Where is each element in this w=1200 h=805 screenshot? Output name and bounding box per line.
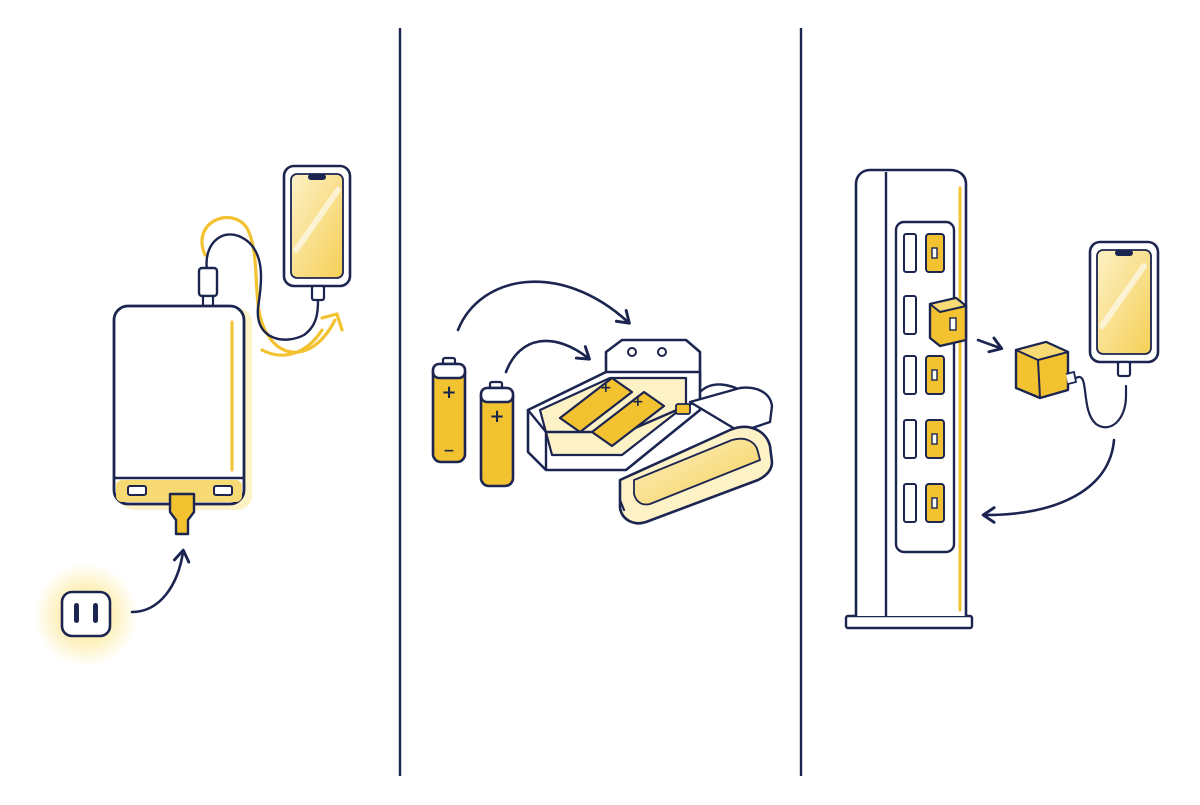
charging-slot-icon bbox=[903, 233, 945, 273]
charging-slot-icon bbox=[903, 483, 945, 523]
charging-slot-icon bbox=[903, 419, 945, 459]
smartphone-icon bbox=[282, 164, 352, 302]
bank-bottom-plug-icon bbox=[168, 492, 196, 536]
charging-slot-icon bbox=[903, 355, 945, 395]
tray-battery-positive-label: + bbox=[632, 394, 644, 410]
bank-top-plug-icon bbox=[197, 266, 219, 310]
aa-battery-icon: + − bbox=[431, 356, 467, 464]
insert-arrow-bottom-icon bbox=[504, 339, 591, 374]
battery-positive-label: + bbox=[441, 382, 456, 403]
tray-battery-icon: + bbox=[558, 376, 634, 434]
charging-station-panel bbox=[844, 168, 1160, 630]
aa-battery-icon: + bbox=[479, 380, 515, 488]
smartphone-icon bbox=[1088, 240, 1160, 378]
usb-port-right-icon bbox=[213, 485, 233, 496]
tray-battery-icon: + bbox=[590, 390, 666, 448]
charge-flow-arrowhead-icon bbox=[320, 312, 344, 332]
insert-arrow-top-icon bbox=[456, 280, 631, 332]
adapter-out-arrow-icon bbox=[976, 336, 1004, 354]
wall-adapter-icon bbox=[1014, 340, 1078, 400]
battery-charger-icon: + + bbox=[526, 338, 746, 472]
charging-tower-icon bbox=[844, 168, 974, 630]
battery-positive-label: + bbox=[489, 406, 504, 427]
tray-battery-positive-label: + bbox=[600, 380, 612, 396]
power-bank-panel bbox=[34, 164, 352, 667]
power-bank-icon bbox=[112, 304, 252, 536]
smartphone-icon bbox=[618, 386, 774, 525]
usb-port-left-icon bbox=[127, 485, 147, 496]
wall-outlet-icon bbox=[34, 563, 138, 667]
charge-flow-lower-arc bbox=[260, 328, 324, 357]
wall-adapter-icon bbox=[928, 296, 968, 348]
battery-negative-label: − bbox=[443, 443, 455, 459]
usb-cable-icon bbox=[1074, 375, 1128, 429]
battery-charger-panel: + − + + bbox=[431, 280, 774, 525]
outlet-to-bank-arrow-icon bbox=[130, 548, 191, 614]
charging-slot-icon bbox=[903, 295, 917, 335]
return-arrow-icon bbox=[981, 438, 1116, 524]
usb-cable-icon bbox=[205, 233, 320, 341]
